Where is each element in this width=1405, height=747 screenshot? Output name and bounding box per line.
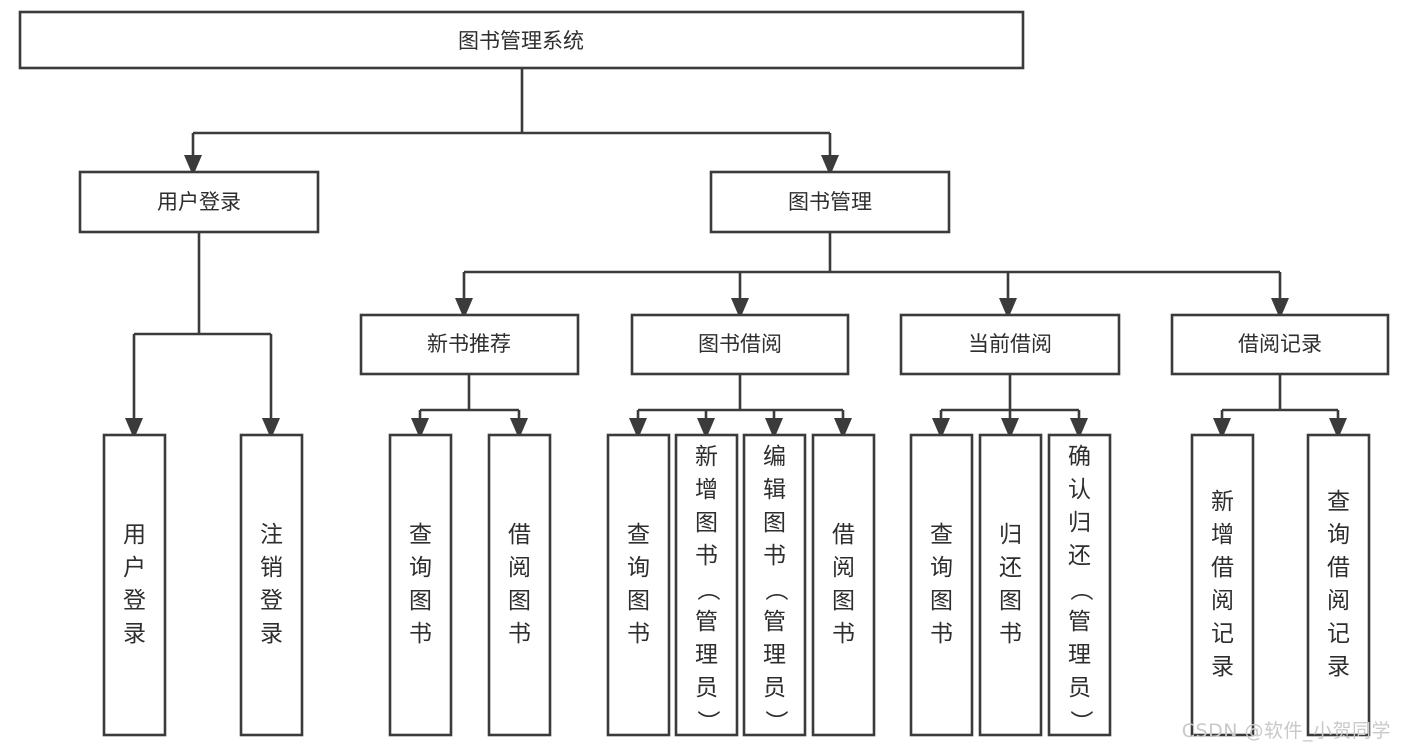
node-leaf-8[interactable] — [811, 433, 876, 737]
csdn-watermark: CSDN @软件_小贺同学 — [1181, 720, 1391, 742]
node-leaf-5[interactable] — [606, 433, 671, 737]
node-record[interactable]: 借阅记录 — [1170, 313, 1390, 376]
node-root[interactable]: 图书管理系统 — [18, 10, 1025, 70]
connector-group-newbook-to-leaves — [411, 374, 528, 439]
node-leaf-2[interactable] — [239, 433, 304, 737]
node-leaf-4[interactable] — [487, 433, 552, 737]
connector-group-current-to-leaves — [932, 374, 1088, 439]
node-login-label: 用户登录 — [157, 190, 241, 214]
connector-group-bookmgmt-to-level3 — [455, 232, 1289, 319]
node-leaf-1[interactable] — [102, 433, 167, 737]
node-leaf-10[interactable] — [978, 433, 1043, 737]
node-newbook-label: 新书推荐 — [427, 332, 511, 356]
node-leaf-11[interactable] — [1047, 433, 1112, 737]
node-record-label: 借阅记录 — [1238, 332, 1322, 356]
connector-group-root-to-level2 — [184, 68, 839, 176]
node-login[interactable]: 用户登录 — [78, 170, 320, 234]
node-borrow-label: 图书借阅 — [698, 332, 782, 356]
node-leaf-6[interactable] — [674, 433, 739, 737]
node-leaf-13[interactable] — [1306, 433, 1371, 737]
connector-group-login-to-leaves — [125, 232, 280, 439]
node-current[interactable]: 当前借阅 — [899, 313, 1121, 376]
node-leaf-9[interactable] — [909, 433, 974, 737]
node-bookmgmt-label: 图书管理 — [788, 190, 872, 214]
node-bookmgmt[interactable]: 图书管理 — [709, 170, 951, 234]
node-borrow[interactable]: 图书借阅 — [630, 313, 850, 376]
node-current-label: 当前借阅 — [968, 332, 1052, 356]
node-leaf-7[interactable] — [742, 433, 807, 737]
connector-group-borrow-to-leaves — [629, 374, 852, 439]
node-newbook[interactable]: 新书推荐 — [359, 313, 580, 376]
node-root-label: 图书管理系统 — [458, 29, 584, 53]
node-leaf-12[interactable] — [1190, 433, 1255, 737]
node-leaf-3[interactable] — [388, 433, 453, 737]
connector-group-record-to-leaves — [1213, 374, 1347, 439]
